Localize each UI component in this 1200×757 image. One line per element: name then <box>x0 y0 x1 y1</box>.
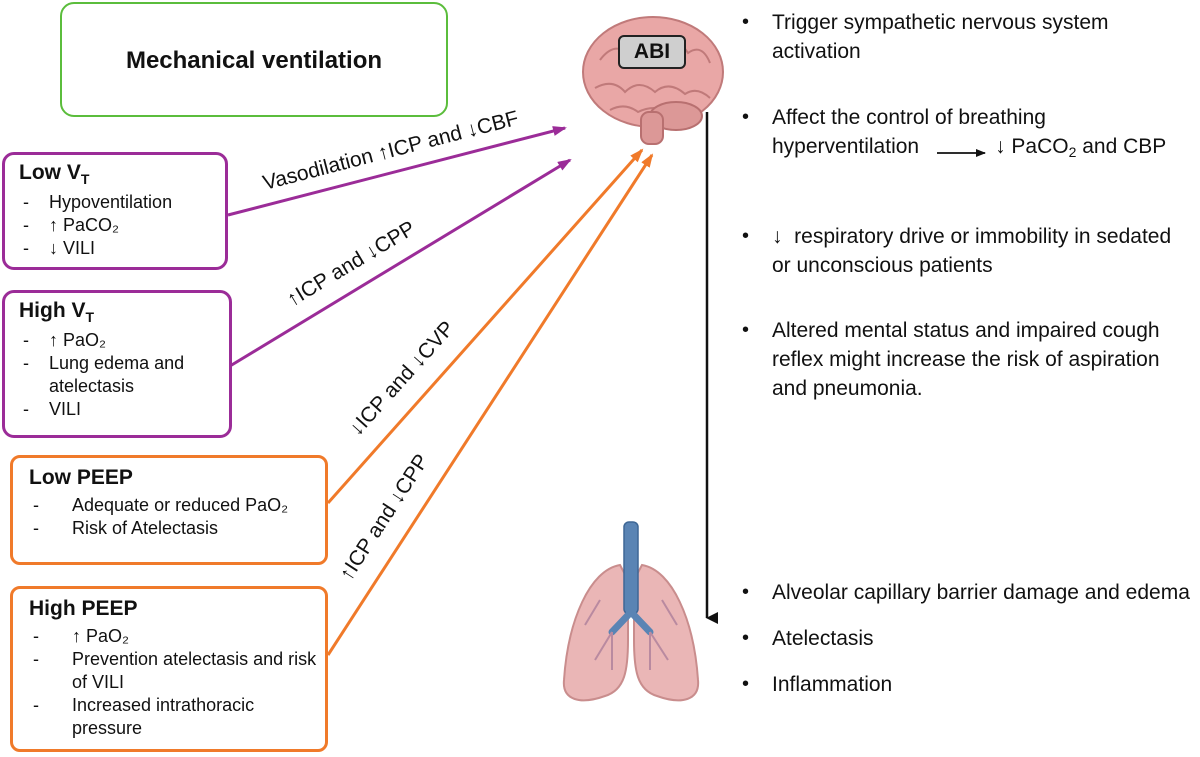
list-item: ↓ respiratory drive or immobility in sed… <box>742 222 1192 280</box>
list-item: ↑ PaCO₂ <box>19 214 215 237</box>
list-item: VILI <box>19 398 219 421</box>
list-item: Inflammation <box>742 670 1200 699</box>
list-item: Altered mental status and impaired cough… <box>742 316 1187 403</box>
list-item: ↑ PaO₂ <box>29 625 315 648</box>
high-peep-box: High PEEP ↑ PaO₂ Prevention atelectasis … <box>10 586 328 752</box>
lungs-illustration <box>562 521 700 702</box>
high-vt-box: High VT ↑ PaO₂ Lung edema and atelectasi… <box>2 290 232 438</box>
list-item: Prevention atelectasis and risk of VILI <box>29 648 317 694</box>
list-item: Lung edema and atelectasis <box>19 352 219 398</box>
list-item: ↓ VILI <box>19 237 215 260</box>
list-item: Trigger sympathetic nervous system activ… <box>742 8 1182 66</box>
list-item: ↑ PaO₂ <box>19 329 219 352</box>
mechanical-ventilation-box: Mechanical ventilation <box>60 2 448 117</box>
list-item: Alveolar capillary barrier damage and ed… <box>742 578 1200 607</box>
low-vt-arrow <box>227 126 567 217</box>
low-vt-title: Low VT <box>19 161 90 188</box>
low-peep-box: Low PEEP Adequate or reduced PaO₂ Risk o… <box>10 455 328 565</box>
low-vt-list: Hypoventilation ↑ PaCO₂ ↓ VILI <box>19 191 215 260</box>
low-vt-box: Low VT Hypoventilation ↑ PaCO₂ ↓ VILI <box>2 152 228 270</box>
high-peep-title: High PEEP <box>29 597 138 620</box>
list-item: Hypoventilation <box>19 191 215 214</box>
list-item: Affect the control of breathinghypervent… <box>742 103 1200 167</box>
list-item: Increased intrathoracic pressure <box>29 694 317 740</box>
low-peep-list: Adequate or reduced PaO₂ Risk of Atelect… <box>29 494 315 540</box>
high-vt-title: High VT <box>19 299 95 326</box>
list-item: Adequate or reduced PaO₂ <box>29 494 315 517</box>
high-peep-arrow <box>326 153 654 656</box>
low-peep-arrow <box>326 148 644 504</box>
list-item: Risk of Atelectasis <box>29 517 315 540</box>
list-item: Atelectasis <box>742 624 1200 653</box>
high-peep-list: ↑ PaO₂ Prevention atelectasis and risk o… <box>29 625 317 740</box>
low-peep-title: Low PEEP <box>29 466 133 489</box>
high-vt-arrow <box>229 158 572 368</box>
mechanical-ventilation-title: Mechanical ventilation <box>125 47 383 74</box>
high-vt-list: ↑ PaO₂ Lung edema and atelectasis VILI <box>19 329 219 421</box>
abi-label: ABI <box>618 35 686 69</box>
